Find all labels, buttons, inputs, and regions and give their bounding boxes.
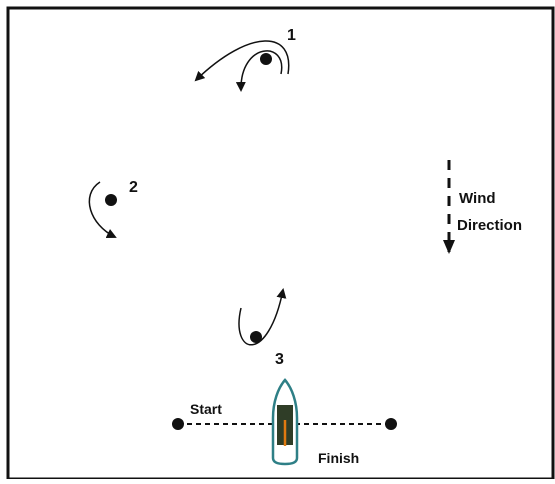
mark-2-arrow	[88, 181, 117, 239]
mark-1-outer-arrow	[194, 40, 290, 82]
mark-1-label: 1	[287, 27, 296, 44]
boat-icon	[271, 378, 299, 466]
start-finish-line: Start Finish	[172, 401, 397, 466]
mark-2-group: 2	[88, 179, 138, 239]
wind-label-line1: Wind	[459, 190, 496, 207]
mark-3-buoy	[250, 331, 262, 343]
mark-2-buoy	[105, 194, 117, 206]
mark-1-buoy	[260, 53, 272, 65]
mark-2-label: 2	[129, 179, 138, 196]
mark-3-group: 3	[238, 288, 287, 368]
start-buoy	[172, 418, 184, 430]
mark-3-arrow	[238, 288, 287, 346]
wind-indicator: Wind Direction	[443, 160, 522, 254]
mark-1-inner-arrow	[235, 50, 283, 92]
mark-3-label: 3	[275, 351, 284, 368]
wind-label-line2: Direction	[457, 217, 522, 234]
start-label: Start	[190, 401, 222, 417]
finish-buoy	[385, 418, 397, 430]
finish-label: Finish	[318, 450, 359, 466]
mark-1-group: 1	[194, 27, 296, 92]
wind-arrowhead	[443, 240, 455, 254]
